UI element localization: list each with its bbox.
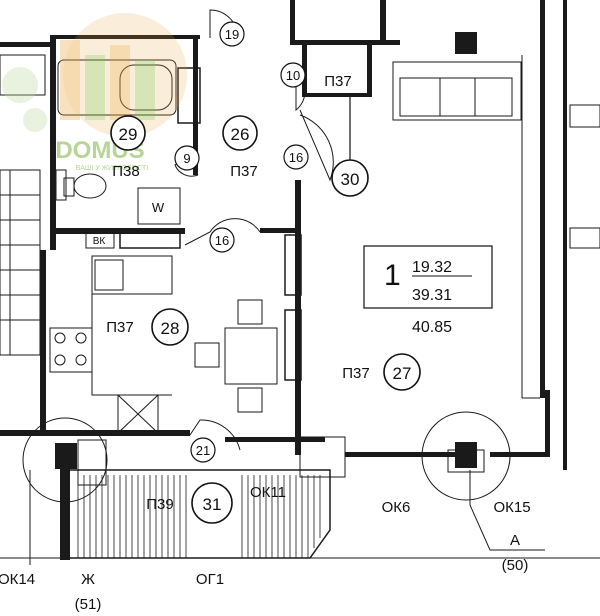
axis-dimension: (51) — [75, 596, 102, 613]
window-label: ОК6 — [382, 499, 411, 516]
axis-letter: А — [510, 532, 520, 549]
room-code: П39 — [146, 496, 173, 513]
room-number: 31 — [203, 495, 222, 514]
room-number: 26 — [231, 125, 250, 144]
door-number: 10 — [286, 68, 300, 83]
axis-labels: Ж (51) А (50) — [75, 532, 529, 613]
room-labels: 29 П38 26 П37 П37 30 П37 28 П37 27 П39 3… — [106, 73, 421, 524]
living-area: 19.32 — [412, 259, 452, 276]
room-code: П37 — [324, 73, 351, 90]
window-label: ОК15 — [493, 499, 530, 516]
room-code: П38 — [112, 163, 139, 180]
door-number: 19 — [225, 27, 239, 42]
door-number: 16 — [289, 150, 303, 165]
apartment-area-box: 1 19.32 39.31 40.85 — [363, 245, 493, 336]
room-code: П37 — [342, 365, 369, 382]
room-number: 28 — [161, 319, 180, 338]
window-labels: ОК11 ОК6 ОК15 ОК14 — [0, 484, 531, 588]
total-area-with-balcony: 40.85 — [412, 319, 452, 336]
total-area: 39.31 — [412, 287, 452, 304]
vent-label: ВК — [93, 236, 106, 247]
room-number: 27 — [393, 364, 412, 383]
room-code: П37 — [106, 319, 133, 336]
room-number: 29 — [119, 125, 138, 144]
washer-label: W — [152, 200, 165, 215]
fence-label: ОГ1 — [196, 571, 224, 588]
door-number: 9 — [183, 151, 190, 166]
room-code: П37 — [230, 163, 257, 180]
door-labels: 19 10 9 16 16 21 — [174, 21, 309, 463]
outlines — [0, 54, 600, 565]
door-number: 16 — [215, 233, 229, 248]
axis-letter: Ж — [81, 571, 95, 588]
apartment-number: 1 — [384, 259, 401, 292]
window-label: ОК11 — [250, 484, 286, 501]
watermark-tagline: ВАШІ У ЖИТЛОВОСТІ — [76, 165, 148, 172]
door-number: 21 — [196, 443, 210, 458]
watermark-logo: DOMUS ВАШІ У ЖИТЛОВОСТІ — [2, 13, 187, 172]
axis-dimension: (50) — [502, 557, 529, 574]
room-number: 30 — [341, 170, 360, 189]
window-label: ОК14 — [0, 571, 35, 588]
walls — [0, 0, 567, 560]
